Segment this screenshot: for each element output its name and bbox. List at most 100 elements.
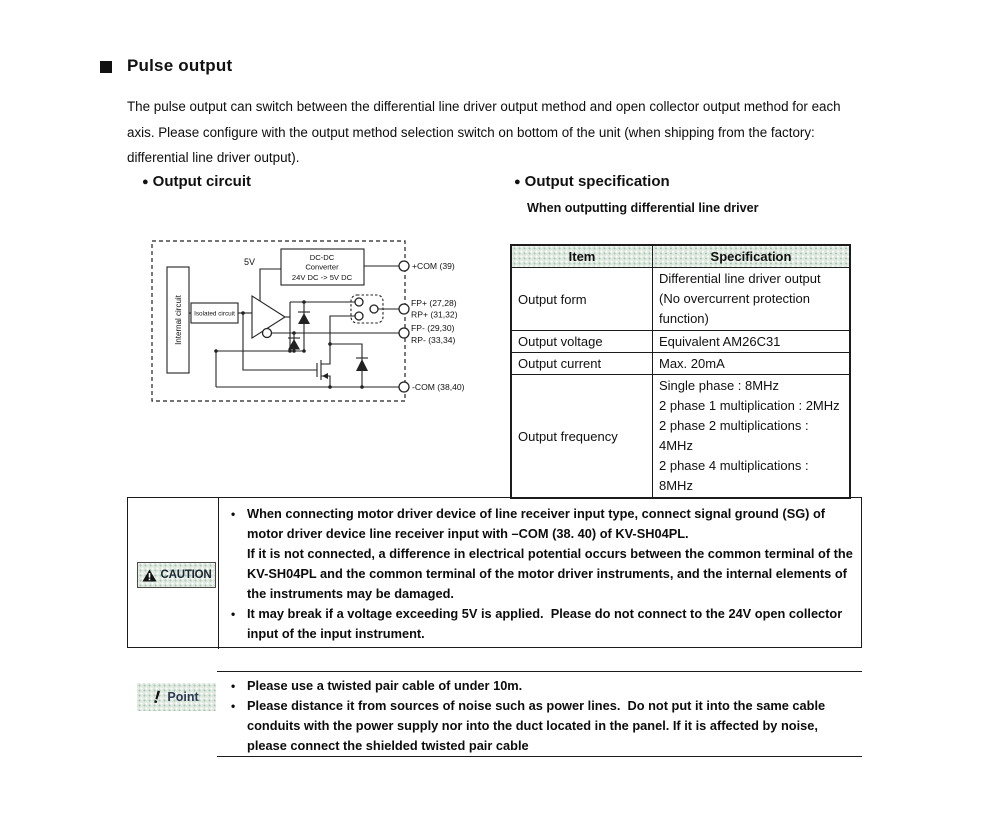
terminal-label-fpp: FP+ (27,28): [411, 298, 457, 308]
item-cell: Output current: [510, 352, 653, 375]
internal-circuit-label: Internal circuit: [174, 294, 183, 345]
spec-cell: Equivalent AM26C31: [652, 330, 851, 353]
diode-icon: [298, 313, 310, 324]
point-badge: ! Point: [137, 683, 216, 711]
wire: [329, 315, 355, 344]
terminal-label-fpm: FP- (29,30): [411, 323, 455, 333]
point-label: Point: [167, 690, 199, 704]
circuit-enclosure: [151, 240, 406, 402]
spec-line: Differential line driver output: [659, 271, 821, 286]
table-row: Output frequency Single phase : 8MHz 2 p…: [510, 374, 851, 499]
terminal-minus-com: [398, 381, 410, 393]
point-rule-bottom: [217, 756, 862, 757]
line-driver-symbol: [251, 294, 287, 340]
table-row: Output voltage Equivalent AM26C31: [510, 330, 851, 353]
spec-line: (No overcurrent protection: [659, 291, 811, 306]
bullet-icon: •: [231, 607, 236, 621]
terminal-plus-com: [398, 260, 410, 272]
section-heading-label: Output circuit: [152, 173, 251, 190]
section-heading-label: Output specification: [524, 173, 670, 190]
wire: [330, 343, 363, 387]
junction-dot: [328, 342, 332, 346]
terminal-label-mcom: -COM (38,40): [412, 382, 465, 392]
caution-badge: CAUTION: [137, 562, 216, 588]
spec-line: 2 phase 1 multiplication : 2MHz: [659, 398, 840, 413]
spec-subheading: When outputting differential line driver: [527, 201, 759, 215]
junction-dot: [302, 349, 306, 353]
section-heading-output-circuit: ● Output circuit: [142, 173, 251, 190]
column-header-specification: Specification: [652, 244, 851, 268]
caution-divider: [218, 497, 219, 649]
caution-box: [127, 497, 862, 648]
isolated-circuit-label: Isolated circuit: [194, 311, 235, 318]
switch-contact: [354, 311, 364, 321]
diode-icon: [356, 359, 368, 371]
junction-dot: [292, 331, 296, 335]
inverting-bubble: [261, 327, 273, 339]
output-circuit-diagram: Internal circuit Isolated circuit 5V DC-…: [151, 240, 465, 402]
item-cell: Output frequency: [510, 374, 653, 499]
warning-triangle-icon: [142, 569, 156, 581]
5v-rail: [259, 268, 281, 301]
caution-bullet-line: If it is not connected, a difference in …: [247, 546, 857, 601]
spec-cell: Single phase : 8MHz 2 phase 1 multiplica…: [652, 374, 851, 499]
junction-dot: [214, 349, 218, 353]
table-row: Output current Max. 20mA: [510, 352, 851, 375]
output-specification-table: Item Specification Output form Different…: [510, 244, 851, 499]
dcdc-label-2: Converter: [305, 263, 339, 272]
bullet-icon: •: [231, 507, 236, 521]
switch-common: [369, 304, 379, 314]
dcdc-label-3: 24V DC -> 5V DC: [292, 273, 353, 282]
item-cell: Output voltage: [510, 330, 653, 353]
caution-text: • When connecting motor driver device of…: [231, 504, 853, 644]
section-bullet-icon: ●: [142, 175, 149, 188]
junction-dot: [292, 349, 296, 353]
junction-dot: [288, 349, 292, 353]
spec-cell: Differential line driver output (No over…: [652, 267, 851, 331]
page-title: Pulse output: [127, 56, 233, 75]
bullet-icon: •: [231, 679, 236, 693]
table-header-row: Item Specification: [510, 244, 851, 268]
junction-dot: [328, 385, 332, 389]
table-row: Output form Differential line driver out…: [510, 267, 851, 331]
column-header-item: Item: [510, 244, 653, 268]
point-rule-top: [217, 671, 862, 672]
mosfet-drain: [321, 344, 331, 365]
caution-bullet-line: When connecting motor driver device of l…: [247, 506, 829, 541]
title-square-icon: [100, 61, 112, 73]
caution-bullet-line: It may break if a voltage exceeding 5V i…: [247, 606, 846, 641]
terminal-fp-minus: [398, 327, 410, 339]
spec-line: 2 phase 2 multiplications : 4MHz: [659, 418, 809, 453]
terminal-fp-plus: [398, 303, 410, 315]
bullet-icon: •: [231, 699, 236, 713]
spec-line: Single phase : 8MHz: [659, 378, 779, 393]
list-item: • It may break if a voltage exceeding 5V…: [231, 604, 853, 644]
terminal-label-pcom: +COM (39): [412, 261, 455, 271]
dcdc-label-1: DC-DC: [310, 253, 335, 262]
terminal-label-rpm: RP- (33,34): [411, 335, 456, 345]
spec-line: 2 phase 4 multiplications : 8MHz: [659, 458, 809, 493]
junction-dot: [241, 311, 245, 315]
caution-bullet-body: When connecting motor driver device of l…: [247, 504, 853, 604]
point-pen-icon: !: [151, 686, 164, 708]
section-heading-output-specification: ● Output specification: [514, 173, 670, 190]
intro-paragraph: The pulse output can switch between the …: [127, 99, 841, 165]
diode-icon: [288, 339, 300, 350]
5v-label: 5V: [244, 257, 255, 267]
dcdc-converter-box: [280, 248, 365, 286]
junction-dot: [302, 300, 306, 304]
switch-contact: [354, 297, 364, 307]
mosfet-arrow-icon: [322, 373, 328, 379]
internal-circuit-box: [166, 266, 190, 374]
terminal-label-rpp: RP+ (31,32): [411, 310, 458, 320]
point-bullet-line: Please distance it from sources of noise…: [247, 698, 829, 753]
spec-line: function): [659, 311, 709, 326]
list-item: • Please distance it from sources of noi…: [231, 696, 853, 756]
section-bullet-icon: ●: [514, 175, 521, 188]
gate-wire: [242, 313, 317, 371]
point-text: • Please use a twisted pair cable of und…: [231, 676, 853, 756]
point-bullet-line: Please use a twisted pair cable of under…: [247, 678, 523, 693]
junction-dot: [360, 385, 364, 389]
list-item: • Please use a twisted pair cable of und…: [231, 676, 853, 696]
